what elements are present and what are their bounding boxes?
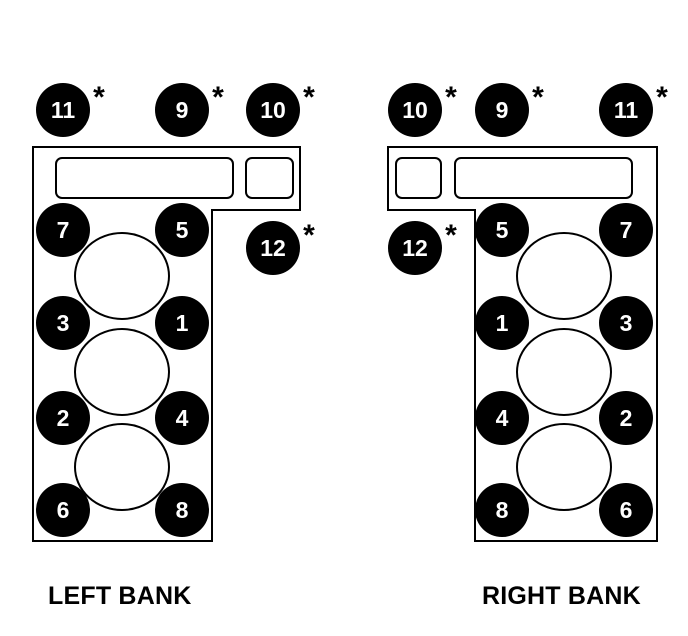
bolt-circle [36,296,90,350]
left-bolt-5: 5 [155,203,209,257]
right-bolt-7: 7 [599,203,653,257]
asterisk-marker: * [656,81,668,114]
bolt-number: 1 [176,310,189,336]
left-head-outline [32,146,301,542]
right-bank-label: RIGHT BANK [482,582,641,610]
bolt-number: 11 [51,97,76,123]
asterisk-marker: * [212,81,224,114]
bolt-circle [36,483,90,537]
right-head-outline [387,146,658,542]
bolt-circle [155,483,209,537]
bolt-circle [36,203,90,257]
left-bolt-3: 3 [36,296,90,350]
bolt-circle [475,391,529,445]
left-bolt-9: 9* [155,81,224,137]
bolt-circle [475,203,529,257]
right-bolt-6: 6 [599,483,653,537]
bolt-circle [388,83,442,137]
asterisk-marker: * [445,219,457,252]
bolt-number: 8 [176,497,189,523]
right-bolt-2: 2 [599,391,653,445]
bolt-circle [155,296,209,350]
bolt-number: 1 [496,310,509,336]
bolt-circle [599,391,653,445]
left-head-slot-long [55,157,234,199]
bolt-number: 10 [260,97,286,123]
left-head [32,146,301,542]
bolt-circle [246,221,300,275]
left-bolt-8: 8 [155,483,209,537]
right-bolt-11: 11 * [599,81,668,137]
bolt-number: 11 [614,97,639,123]
bolt-circle [388,221,442,275]
right-bolt-10: 10 * [388,81,457,137]
bolt-number: 3 [57,310,70,336]
right-head-slot-long [454,157,633,199]
left-bolt-2: 2 [36,391,90,445]
bolt-circle [36,391,90,445]
bolt-number: 7 [57,217,70,243]
bolt-circle [599,296,653,350]
bolt-circle [475,83,529,137]
left-bolt-6: 6 [36,483,90,537]
bolt-circle [475,483,529,537]
right-cylinder-2 [516,328,612,416]
bolt-circle [599,483,653,537]
bolt-number: 6 [57,497,70,523]
asterisk-marker: * [532,81,544,114]
bolt-number: 12 [402,235,428,261]
bolt-circle [155,203,209,257]
left-bolt-10: 10 * [246,81,315,137]
right-head-slot-short [395,157,442,199]
bolt-number: 2 [57,405,70,431]
right-bolt-1: 1 [475,296,529,350]
right-cylinder-3 [516,423,612,511]
bolt-number: 5 [176,217,189,243]
bolt-circle [599,83,653,137]
asterisk-marker: * [303,219,315,252]
left-bank-label: LEFT BANK [48,582,192,610]
asterisk-marker: * [93,81,105,114]
bolt-circle [155,391,209,445]
left-head-slot-short [245,157,294,199]
right-cylinder-1 [516,232,612,320]
left-bolt-7: 7 [36,203,90,257]
bolt-number: 4 [496,405,509,431]
right-bolt-8: 8 [475,483,529,537]
right-bolt-4: 4 [475,391,529,445]
bolt-circle [36,83,90,137]
left-cylinder-3 [74,423,170,511]
asterisk-marker: * [445,81,457,114]
left-cylinder-1 [74,232,170,320]
bolt-number: 4 [176,405,189,431]
left-bolt-12: 12 * [246,219,315,275]
right-bolt-9: 9* [475,81,544,137]
bolt-number: 10 [402,97,428,123]
left-bolt-11: 11 * [36,81,105,137]
right-bolt-3: 3 [599,296,653,350]
bolt-number: 2 [620,405,633,431]
bolt-number: 6 [620,497,633,523]
bolt-number: 7 [620,217,633,243]
bolt-circle [246,83,300,137]
left-bolt-1: 1 [155,296,209,350]
bolt-circle [599,203,653,257]
bolt-circle [475,296,529,350]
right-head [387,146,658,542]
left-bolt-4: 4 [155,391,209,445]
bolt-number: 12 [260,235,286,261]
bolt-number: 8 [496,497,509,523]
bolt-number: 3 [620,310,633,336]
bolt-number: 9 [496,97,509,123]
bolt-circle [155,83,209,137]
asterisk-marker: * [303,81,315,114]
left-cylinder-2 [74,328,170,416]
right-bolt-5: 5 [475,203,529,257]
right-bolt-12: 12 * [388,219,457,275]
bolt-number: 5 [496,217,509,243]
bolt-number: 9 [176,97,189,123]
